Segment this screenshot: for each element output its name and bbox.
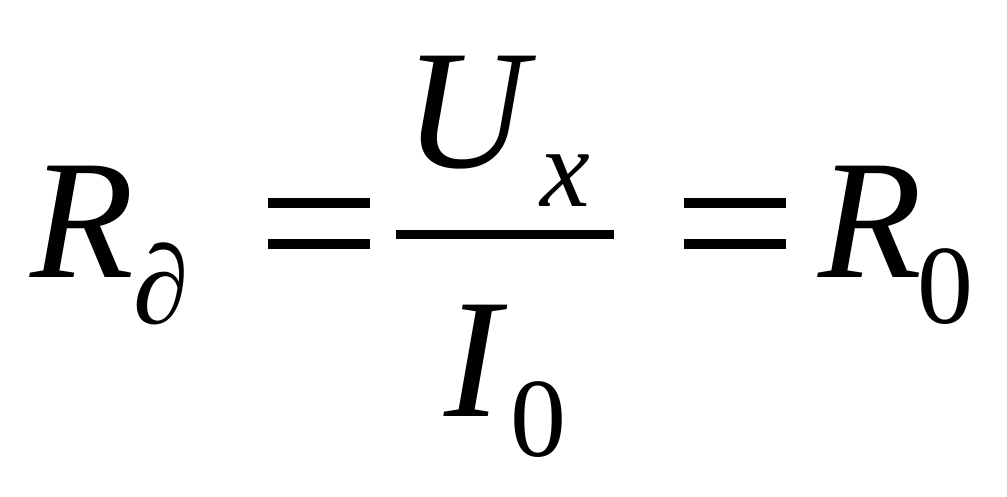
lhs-symbol: R — [30, 126, 134, 314]
fraction-bar — [396, 230, 614, 239]
rhs-symbol: R — [818, 126, 922, 314]
numerator-symbol: U — [404, 16, 527, 204]
equals-sign-1-bottom-bar — [268, 239, 370, 249]
equals-sign-2-bottom-bar — [684, 239, 786, 249]
lhs-subscript: ∂ — [133, 224, 189, 348]
equals-sign-1-top-bar — [268, 198, 370, 208]
denominator-symbol: I — [444, 265, 501, 453]
equals-sign-2-top-bar — [684, 198, 786, 208]
numerator-subscript: x — [540, 107, 590, 231]
denominator-subscript: 0 — [510, 357, 566, 481]
rhs-subscript: 0 — [917, 224, 973, 348]
